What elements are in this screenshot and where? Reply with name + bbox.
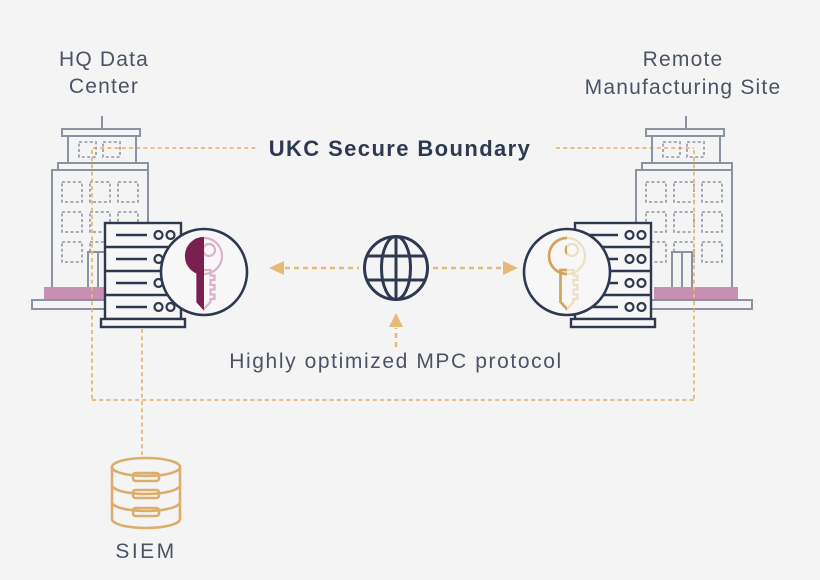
remote-key-icon xyxy=(522,227,612,317)
hq-server-rack-icon xyxy=(99,221,187,329)
window-icon xyxy=(701,211,723,233)
globe-icon xyxy=(363,235,429,301)
window-icon xyxy=(662,141,681,158)
window-icon xyxy=(673,211,695,233)
window-icon xyxy=(117,181,139,203)
window-icon xyxy=(701,241,723,263)
window-icon xyxy=(102,141,121,158)
remote-label-line2: Manufacturing Site xyxy=(585,76,782,99)
drawer-handle xyxy=(131,471,161,483)
arrow-left-icon xyxy=(269,261,359,275)
boundary-title: UKC Secure Boundary xyxy=(269,136,532,161)
drawer-handle xyxy=(131,506,161,518)
siem-label: SIEM xyxy=(115,540,176,563)
boundary-loop xyxy=(91,150,695,401)
window-icon xyxy=(645,181,667,203)
hq-label-line2: Center xyxy=(69,75,139,98)
base xyxy=(647,299,753,310)
key-circle xyxy=(522,227,612,317)
remote-label-line1: Remote xyxy=(643,48,724,71)
remote-building-icon xyxy=(635,116,753,310)
window-icon xyxy=(673,181,695,203)
window-icon xyxy=(701,181,723,203)
window-icon xyxy=(61,241,83,263)
window-icon xyxy=(61,181,83,203)
window-icon xyxy=(645,241,667,263)
remote-label: Remote Manufacturing Site xyxy=(585,48,782,99)
window-icon xyxy=(686,141,705,158)
window-icon xyxy=(78,141,97,158)
mpc-caption: Highly optimized MPC protocol xyxy=(229,350,563,373)
siem-database-icon xyxy=(110,456,182,530)
arrow-up-icon xyxy=(389,313,403,347)
window-icon xyxy=(61,211,83,233)
window-icon xyxy=(645,211,667,233)
window-icon xyxy=(89,181,111,203)
hq-label-line1: HQ Data xyxy=(59,48,149,71)
arrow-right-icon xyxy=(433,261,518,275)
drawer-handle xyxy=(131,488,161,500)
hq-key-icon xyxy=(159,227,249,317)
hq-label: HQ Data Center xyxy=(59,48,149,98)
platform xyxy=(654,287,738,300)
